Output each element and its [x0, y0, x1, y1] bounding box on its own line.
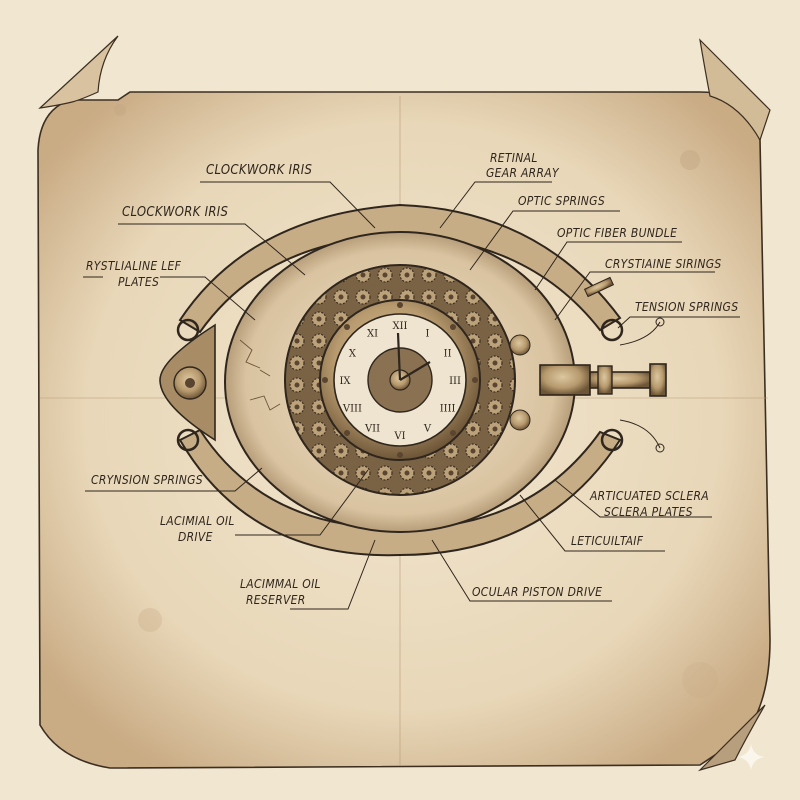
label-optic-fiber-bundle: Optic Fiber Bundle [557, 226, 678, 240]
label-clockwork-iris: Clockwork Iris [122, 205, 229, 220]
clock-numeral: IX [339, 376, 351, 387]
sparkle-icon [738, 744, 764, 770]
label-rystualine-plates-line2: Plates [118, 275, 160, 289]
clock-numeral: XI [367, 328, 378, 339]
label-clockwork-iris-top: Clockwork Iris [206, 163, 313, 178]
mechanical-eye [159, 203, 667, 557]
label-lacimmal-oil-reserver-line2: Reserver [246, 593, 306, 607]
label-articuated-sclera-line1: Articuated Sclera [590, 489, 709, 503]
label-retinal-gear-array-line1: Retinal [490, 151, 538, 165]
clock-numeral: XII [392, 321, 407, 332]
label-rystualine-plates-line1: Rystlialine Lef [86, 259, 182, 273]
piston-assembly [509, 276, 667, 453]
label-crynsion-springs: Crynsion Springs [91, 473, 203, 487]
label-optic-springs: Optic Springs [518, 194, 605, 208]
clock-numeral: II [444, 349, 452, 360]
label-lacimial-oil-drive-line1: Lacimial Oil [160, 514, 235, 528]
clock-numeral: VIII [342, 404, 362, 415]
leader-lines [83, 181, 740, 610]
clock-numeral: I [426, 328, 430, 339]
clock-numeral: V [423, 424, 432, 435]
label-lacimmal-oil-reserver-line1: Lacimmal Oil [240, 577, 321, 591]
clock-numeral: VI [393, 431, 405, 442]
label-retinal-gear-array-line2: Gear Array [486, 166, 559, 180]
clock-numeral: III [449, 376, 461, 387]
clock-numeral: IIII [440, 404, 456, 415]
clock-numeral: VII [364, 424, 380, 435]
label-tension-springs: Tension Springs [635, 300, 739, 314]
label-ocular-piston-drive: Ocular Piston Drive [472, 585, 603, 599]
label-lacimial-oil-drive-line2: Drive [178, 530, 213, 544]
label-leticuiltaif: Leticuiltaif [571, 534, 644, 548]
label-crystiaine-sirings: Crystiaine Sirings [605, 257, 722, 271]
label-articuated-sclera-line2: Sclera Plates [604, 505, 693, 519]
clock-numeral: X [349, 349, 357, 360]
